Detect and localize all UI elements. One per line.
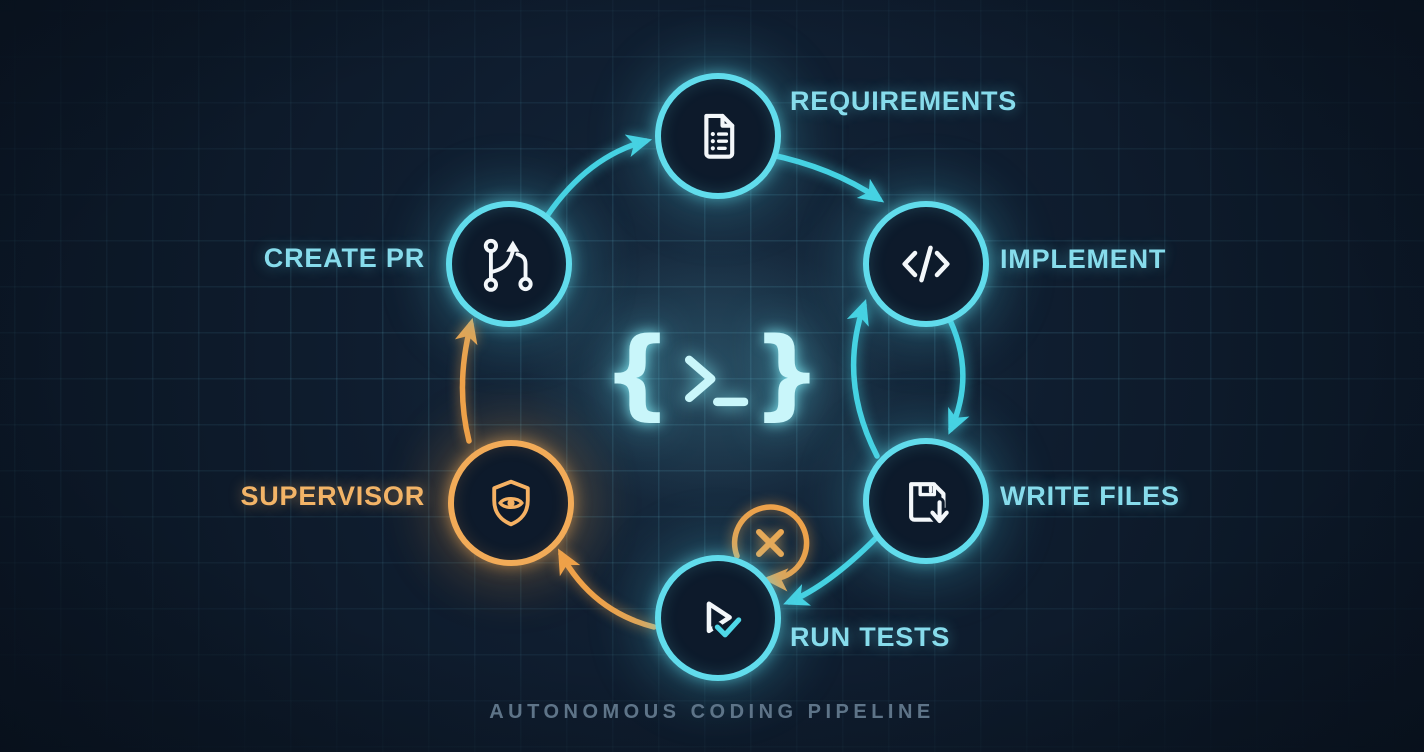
node-create-pr xyxy=(446,201,572,327)
save-download-icon xyxy=(909,482,952,527)
node-requirements xyxy=(655,73,781,199)
node-run-tests xyxy=(655,555,781,681)
git-pull-request-icon xyxy=(483,238,533,292)
label-create-pr: CREATE PR xyxy=(263,243,425,273)
node-implement xyxy=(863,201,989,327)
edge-run-tests-to-supervisor xyxy=(557,548,657,630)
label-run-tests: RUN TESTS xyxy=(790,622,951,652)
open-brace: { xyxy=(602,316,672,431)
label-implement: IMPLEMENT xyxy=(1000,244,1167,274)
node-write-files xyxy=(863,438,989,564)
edge-write-files-to-implement xyxy=(846,299,880,459)
code-brackets-icon xyxy=(902,245,950,283)
node-supervisor xyxy=(448,440,574,566)
edge-create-pr-to-requirements xyxy=(544,134,653,219)
test-fail-x-icon xyxy=(756,529,784,557)
edge-write-files-to-run-tests xyxy=(783,535,879,606)
edge-implement-to-write-files xyxy=(943,309,970,435)
prompt-chevron xyxy=(684,355,716,403)
document-list-icon xyxy=(704,113,735,159)
diagram-caption: AUTONOMOUS CODING PIPELINE xyxy=(489,701,935,723)
close-brace: } xyxy=(752,316,822,431)
label-write-files: WRITE FILES xyxy=(1000,481,1180,511)
terminal-braces-icon: { } xyxy=(602,316,822,431)
play-check-icon xyxy=(706,601,744,640)
label-requirements: REQUIREMENTS xyxy=(790,86,1018,116)
shield-eye-icon xyxy=(492,479,530,527)
edge-requirements-to-implement xyxy=(764,151,885,203)
label-supervisor: SUPERVISOR xyxy=(240,481,425,511)
edge-supervisor-to-create-pr xyxy=(454,317,478,444)
prompt-glyph xyxy=(684,355,748,407)
